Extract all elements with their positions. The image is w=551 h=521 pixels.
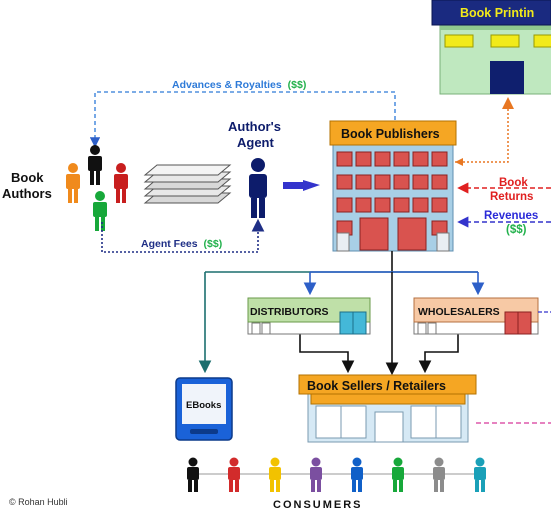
consumer-person-icon — [187, 457, 199, 492]
book-printing-title: Book Printin — [460, 6, 534, 20]
svg-text:Agent Fees ($$): Agent Fees ($$) — [141, 238, 222, 250]
retailers-building: Book Sellers / Retailers — [298, 374, 477, 443]
author-person-icon — [88, 145, 102, 185]
agent-publisher-arrow — [283, 180, 320, 191]
revenues-label: Revenues — [484, 210, 538, 222]
author-person-icon — [114, 163, 128, 203]
publisher-window — [393, 151, 410, 167]
publisher-window — [336, 197, 353, 213]
revenues-flow: Revenues ($$) — [457, 210, 551, 236]
svg-text:Author's: Author's — [228, 119, 281, 134]
returns-label-2: Returns — [490, 191, 533, 203]
credit-text: © Rohan Hubli — [9, 497, 68, 507]
publisher-building: Book Publishers — [329, 120, 457, 252]
publisher-window — [412, 197, 429, 213]
wholesalers-title: WHOLESALERS — [418, 306, 500, 318]
ebook-reader-icon: EBooks — [175, 377, 233, 441]
publisher-window — [374, 197, 391, 213]
publisher-window — [374, 174, 391, 190]
retailers-title: Book Sellers / Retailers — [307, 379, 446, 393]
returns-label-1: Book — [499, 177, 528, 189]
publisher-window — [431, 174, 448, 190]
publisher-window — [393, 174, 410, 190]
publisher-window — [355, 151, 372, 167]
publisher-window — [336, 151, 353, 167]
publisher-window — [355, 197, 372, 213]
authors-agent-label: Author's Agent — [228, 119, 281, 150]
consumer-person-icon — [433, 457, 445, 492]
agent-fees-money: ($$) — [204, 238, 223, 250]
author-person-icon — [93, 191, 107, 231]
agent-fees-label: Agent Fees — [141, 238, 198, 250]
publisher-window — [336, 174, 353, 190]
publisher-window — [412, 151, 429, 167]
svg-text:Agent: Agent — [237, 135, 275, 150]
publisher-window — [431, 151, 448, 167]
distributors-title: DISTRIBUTORS — [250, 306, 329, 318]
publishers-title: Book Publishers — [341, 127, 440, 141]
printing-flow — [455, 97, 514, 166]
distributors-building: DISTRIBUTORS — [247, 297, 371, 335]
consumer-person-icon — [351, 457, 363, 492]
revenues-money: ($$) — [506, 224, 527, 236]
printing-building: Book Printin — [431, 0, 551, 95]
ebooks-label: EBooks — [186, 400, 221, 411]
publisher-window — [393, 197, 410, 213]
consumer-person-icon — [228, 457, 240, 492]
agent-fees-flow: Agent Fees ($$) — [101, 218, 265, 253]
svg-text:Book: Book — [11, 170, 44, 185]
wholesalers-building: WHOLESALERS — [413, 297, 539, 335]
book-authors-label: Book Authors — [2, 170, 52, 201]
distribution-lines — [198, 251, 485, 376]
consumers-label: CONSUMERS — [273, 499, 363, 511]
consumer-person-icon — [269, 457, 281, 492]
svg-text:Advances & Royalties ($$: Advances & Royalties ($$) — [172, 79, 306, 91]
agent-person-icon — [249, 158, 267, 218]
advances-money: ($$) — [288, 79, 307, 91]
publisher-window — [374, 151, 391, 167]
consumer-person-icon — [310, 457, 322, 492]
publisher-window — [431, 197, 448, 213]
author-figures — [66, 145, 128, 231]
consumer-row — [187, 457, 486, 492]
consumer-person-icon — [392, 457, 404, 492]
author-person-icon — [66, 163, 80, 203]
advances-label: Advances & Royalties — [172, 79, 282, 91]
consumer-person-icon — [474, 457, 486, 492]
svg-text:Authors: Authors — [2, 186, 52, 201]
manuscript-stack-icon — [143, 164, 232, 204]
publisher-window — [355, 174, 372, 190]
book-returns-flow: Book Returns — [457, 177, 551, 203]
advances-flow: Advances & Royalties ($$) — [89, 79, 396, 148]
publisher-window — [412, 174, 429, 190]
